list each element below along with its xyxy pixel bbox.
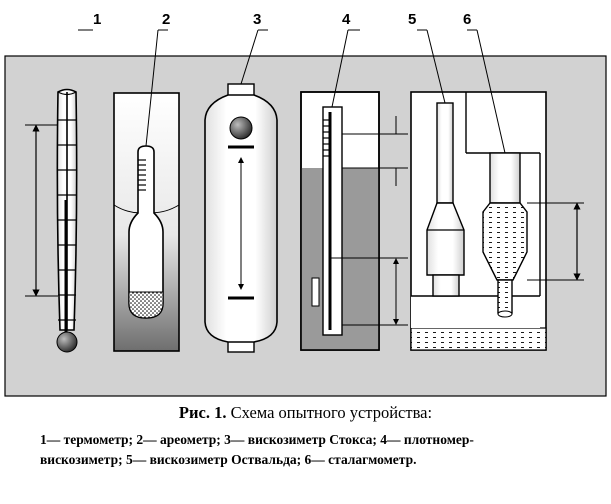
densimeter-viscometer: [300, 29, 408, 351]
thermometer: [25, 88, 78, 353]
ostwald-stalagmometer: [410, 29, 584, 351]
label-3: 3: [253, 11, 261, 28]
apparatus-diagram: 1 2 3 4 5 6: [4, 11, 607, 397]
label-5: 5: [408, 11, 416, 28]
label-2: 2: [162, 11, 170, 28]
label-4: 4: [342, 11, 351, 28]
caption-prefix: Рис. 1.: [178, 403, 227, 422]
figure-caption: Рис. 1. Схема опытного устройства:: [0, 403, 611, 423]
caption-text: Схема опытного устройства:: [230, 403, 433, 422]
stokes-viscometer: [204, 29, 278, 353]
label-1: 1: [93, 11, 101, 28]
figure-legend: 1— термометр; 2— ареометр; 3— вискозимет…: [40, 430, 595, 470]
legend-line-1: 1— термометр; 2— ареометр; 3— вискозимет…: [40, 432, 474, 447]
hydrometer: [113, 29, 180, 352]
legend-line-2: вискозиметр; 5— вискозиметр Оствальда; 6…: [40, 452, 417, 467]
label-6: 6: [463, 11, 471, 28]
